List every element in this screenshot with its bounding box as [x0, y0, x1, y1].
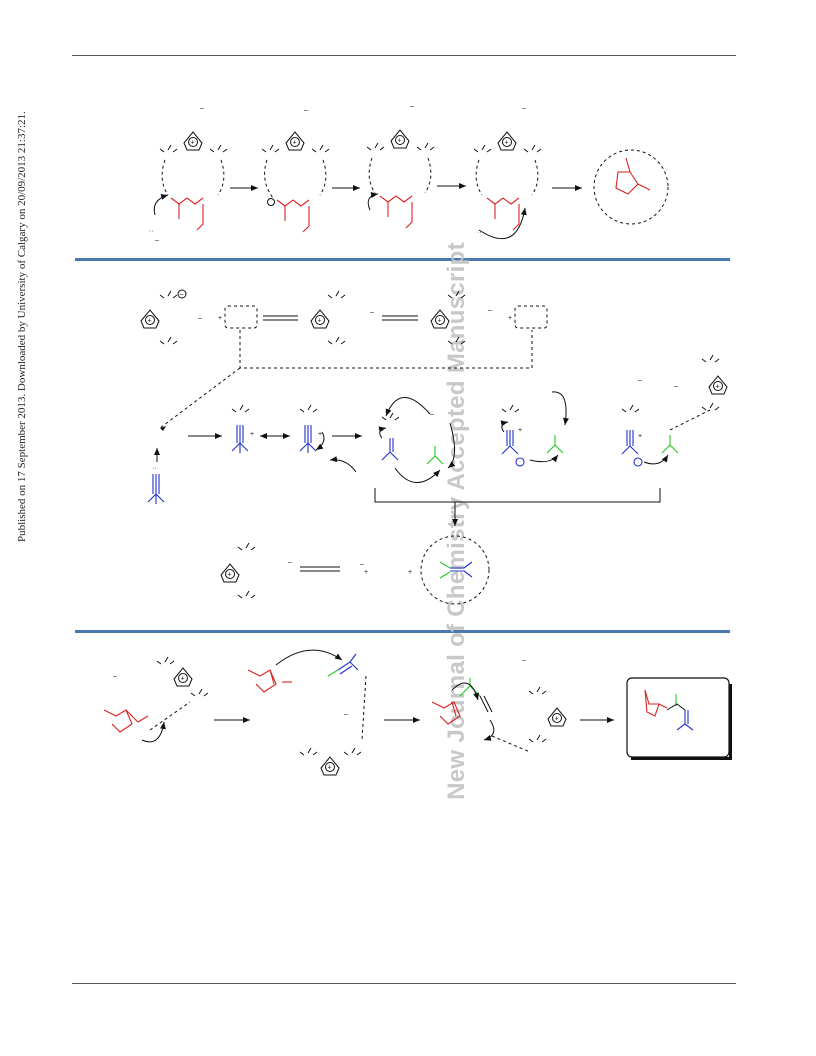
svg-text:··: ··	[152, 465, 157, 472]
svg-text:··: ··	[477, 229, 482, 236]
svg-text:–: –	[198, 315, 202, 322]
svg-text:–: –	[638, 377, 642, 384]
svg-text:+: +	[638, 433, 642, 440]
svg-text:–: –	[522, 105, 526, 112]
section-divider-2	[75, 630, 730, 633]
svg-text:+: +	[364, 569, 368, 576]
section-2: – – + – – + ··	[140, 289, 728, 605]
svg-text:–: –	[522, 657, 526, 664]
svg-text:–: –	[360, 561, 364, 568]
svg-text:–: –	[488, 307, 492, 314]
section-divider-1	[75, 258, 730, 261]
svg-text:··: ··	[149, 228, 154, 235]
svg-text:–: –	[674, 383, 678, 390]
svg-text:–: –	[304, 107, 308, 114]
svg-text:+: +	[408, 569, 412, 576]
svg-text:–: –	[370, 309, 374, 316]
svg-text:–: –	[155, 237, 159, 244]
svg-text:–: –	[410, 103, 414, 110]
svg-text:+: +	[218, 315, 222, 322]
svg-text:+: +	[318, 431, 322, 438]
section-3: – – –	[103, 649, 732, 776]
svg-text:+: +	[508, 315, 512, 322]
svg-text:–: –	[200, 105, 204, 112]
svg-text:+: +	[250, 431, 254, 438]
svg-text:–: –	[180, 292, 184, 299]
svg-text:–: –	[288, 559, 292, 566]
header-rule	[72, 55, 736, 56]
footer-rule	[72, 983, 736, 984]
svg-text:+: +	[518, 427, 522, 434]
section-1: – – – – ·· –	[149, 103, 669, 244]
svg-text:–: –	[113, 673, 117, 680]
svg-text:–: –	[430, 411, 434, 418]
svg-text:–: –	[344, 711, 348, 718]
